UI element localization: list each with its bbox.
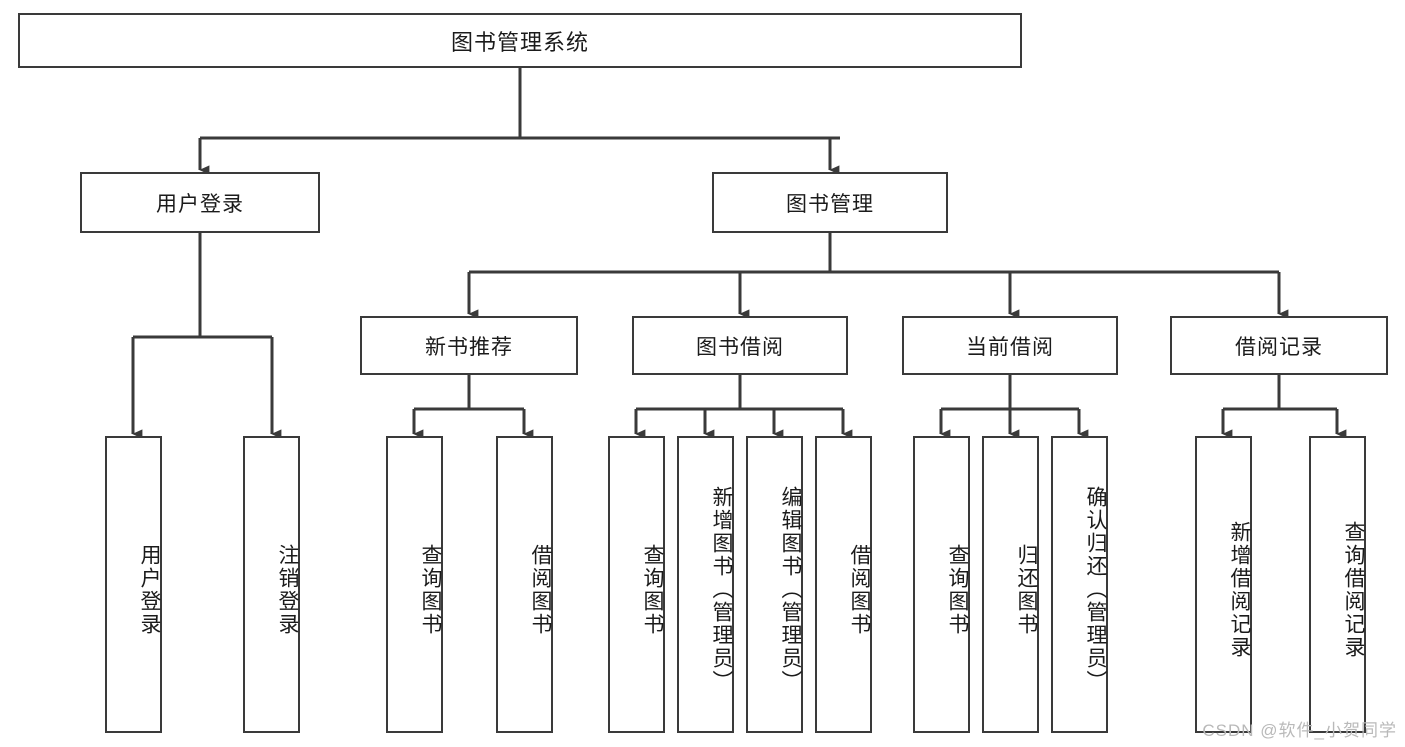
node-root-label: 图书管理系统 bbox=[450, 29, 589, 55]
leaf-borrow-book-label: 借阅图书 bbox=[848, 543, 871, 636]
leaf-borrow-book-recommend[interactable]: 借阅图书 bbox=[496, 436, 553, 733]
leaf-borrow-book-recommend-label: 借阅图书 bbox=[529, 543, 552, 636]
node-root[interactable]: 图书管理系统 bbox=[18, 13, 1022, 68]
leaf-add-borrow-record-label: 新增借阅记录 bbox=[1228, 520, 1251, 659]
leaf-query-borrow-record-label: 查询借阅记录 bbox=[1342, 520, 1365, 659]
leaf-query-book-current[interactable]: 查询图书 bbox=[913, 436, 970, 733]
node-book-borrow[interactable]: 图书借阅 bbox=[632, 316, 848, 375]
leaf-query-book-borrow-label: 查询图书 bbox=[641, 543, 664, 636]
node-user-login[interactable]: 用户登录 bbox=[80, 172, 320, 233]
leaf-borrow-book[interactable]: 借阅图书 bbox=[815, 436, 872, 733]
leaf-return-book[interactable]: 归还图书 bbox=[982, 436, 1039, 733]
leaf-user-logout-label: 注销登录 bbox=[276, 543, 299, 636]
node-user-login-label: 用户登录 bbox=[156, 192, 244, 216]
leaf-add-book[interactable]: 新增图书（管理员） bbox=[677, 436, 734, 733]
leaf-confirm-return-label: 确认归还（管理员） bbox=[1084, 486, 1107, 693]
leaf-add-borrow-record[interactable]: 新增借阅记录 bbox=[1195, 436, 1252, 733]
node-current-borrow-label: 当前借阅 bbox=[966, 335, 1054, 359]
leaf-edit-book[interactable]: 编辑图书（管理员） bbox=[746, 436, 803, 733]
node-borrow-record-label: 借阅记录 bbox=[1235, 335, 1323, 359]
leaf-edit-book-label: 编辑图书（管理员） bbox=[779, 486, 802, 693]
node-book-borrow-label: 图书借阅 bbox=[696, 335, 784, 359]
node-new-book-recommend[interactable]: 新书推荐 bbox=[360, 316, 578, 375]
leaf-query-borrow-record[interactable]: 查询借阅记录 bbox=[1309, 436, 1366, 733]
node-book-management[interactable]: 图书管理 bbox=[712, 172, 948, 233]
node-current-borrow[interactable]: 当前借阅 bbox=[902, 316, 1118, 375]
leaf-query-book-borrow[interactable]: 查询图书 bbox=[608, 436, 665, 733]
node-new-book-recommend-label: 新书推荐 bbox=[425, 335, 513, 359]
leaf-user-login-label: 用户登录 bbox=[138, 543, 161, 636]
leaf-return-book-label: 归还图书 bbox=[1015, 543, 1038, 636]
node-borrow-record[interactable]: 借阅记录 bbox=[1170, 316, 1388, 375]
leaf-user-login[interactable]: 用户登录 bbox=[105, 436, 162, 733]
leaf-user-logout[interactable]: 注销登录 bbox=[243, 436, 300, 733]
leaf-confirm-return[interactable]: 确认归还（管理员） bbox=[1051, 436, 1108, 733]
csdn-watermark: CSDN @软件_小贺同学 bbox=[1202, 721, 1397, 740]
leaf-query-book-current-label: 查询图书 bbox=[946, 543, 969, 636]
leaf-add-book-label: 新增图书（管理员） bbox=[710, 486, 733, 693]
leaf-query-book-recommend[interactable]: 查询图书 bbox=[386, 436, 443, 733]
node-book-management-label: 图书管理 bbox=[786, 192, 874, 216]
leaf-query-book-recommend-label: 查询图书 bbox=[419, 543, 442, 636]
